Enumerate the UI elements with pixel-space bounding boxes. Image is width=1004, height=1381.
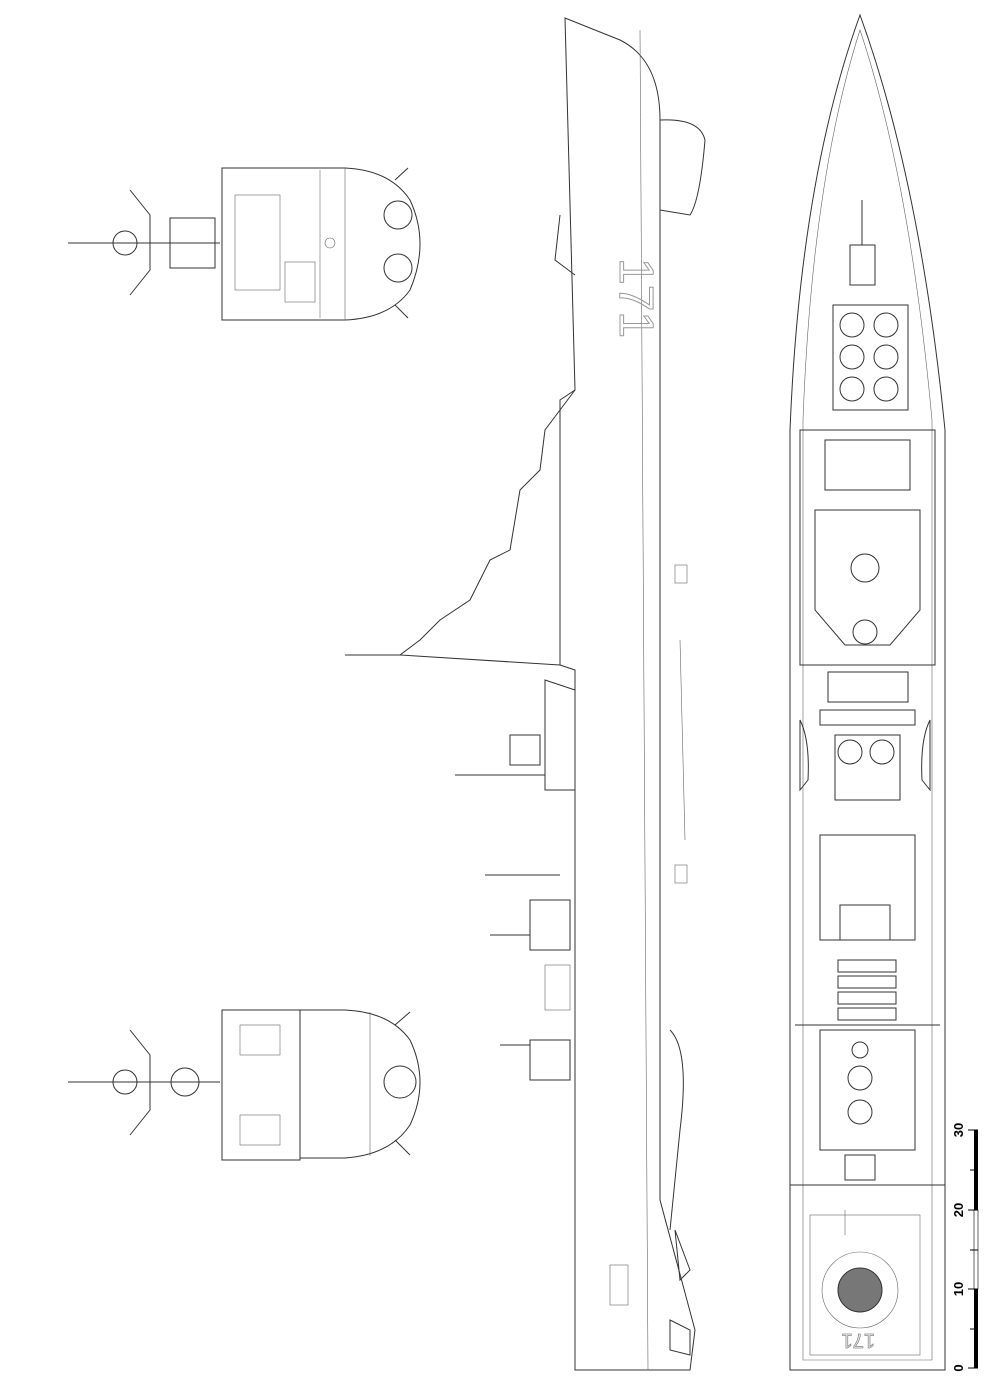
deck-hull-number: 171 (842, 1329, 875, 1351)
scale-label-20: 20 (951, 1203, 966, 1217)
vls-forward (832, 304, 909, 411)
vls-aft-racks (837, 959, 897, 1021)
scale-label-0: 0 (951, 1364, 966, 1371)
side-view: 171 (345, 17, 706, 1371)
deck-view: 171 (789, 13, 946, 1371)
scale-bar: 0 10 20 30 (951, 1123, 979, 1372)
end-view-stern (68, 1009, 421, 1161)
side-hull-number: 171 (609, 258, 662, 338)
end-view-bow (68, 167, 421, 321)
scale-label-30: 30 (951, 1123, 966, 1137)
helicopter-deck: 171 (789, 1184, 946, 1371)
scale-label-10: 10 (951, 1282, 966, 1296)
